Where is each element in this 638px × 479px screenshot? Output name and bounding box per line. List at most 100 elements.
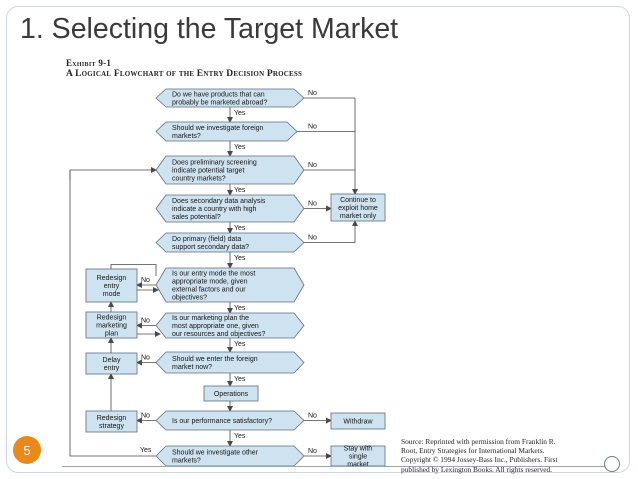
box-withdraw: Withdraw [330,412,386,430]
decision-d7-text-3: our resources and objectives? [172,331,265,338]
box-redesign_strategy-text-2: strategy [99,423,124,430]
yes-label-d8: Yes [234,376,246,383]
box-stay-text-2: single [349,454,367,461]
yes-label-d3: Yes [234,187,246,194]
no-label-d3: No [308,162,317,169]
decision-d8-text-2: market now? [172,364,212,371]
decision-d5-text-1: Do primary (field) data [172,236,241,243]
decision-d10-text-1: Should we investigate other [172,450,259,457]
box-operations: Operations [203,385,259,402]
decision-d3-shape [155,155,305,185]
box-withdraw-text-1: Withdraw [343,419,373,426]
yes-label-d5: Yes [234,255,246,262]
decision-d4-shape [155,194,305,223]
source-citation: Source: Reprinted with permission from F… [401,437,601,474]
decision-d6-shape [155,267,305,303]
box-operations-shape [203,385,259,402]
no-label-d4: No [308,201,317,208]
exhibit-number: Exhibit 9-1 [66,58,112,68]
source-line-2: Root, Entry Strategies for International… [401,446,545,456]
yes-loop-d10 [69,167,157,457]
box-redesign_entry-shape [85,268,138,303]
box-redesign_marketing-shape [85,311,138,339]
box-delay-text-1: Delay [103,357,121,364]
box-redesign_entry-text-3: mode [103,291,121,298]
source-line-1: Source: Reprinted with permission from F… [401,437,556,446]
no-label-d9-withdraw: No [308,413,317,420]
decision-d8-shape [155,351,305,374]
decision-d4-text-1: Does secondary data analysis [172,198,266,205]
decision-d2-text-2: markets? [172,133,201,140]
box-stay-text-1: Stay with [344,446,373,453]
decision-d6-text-1: Is our entry mode the most [172,271,255,278]
box-redesign_marketing-text-3: plan [105,331,118,338]
yes-label-d9: Yes [234,433,246,440]
box-redesign_marketing-text-1: Redesign [97,315,127,322]
no-label-d6: No [141,277,150,284]
footer-rule [62,466,610,467]
no-label-d9: No [141,413,150,420]
decision-d5-shape [155,232,305,253]
decision-d10-text-2: markets? [172,458,201,465]
decision-d9-shape [155,410,305,431]
no-label-d7: No [141,318,150,325]
box-redesign_marketing-text-2: marketing [96,323,127,330]
box-redesign_entry-text-2: entry [104,283,120,290]
slide-title: 1. Selecting the Target Market [20,13,399,45]
no-label-d2: No [308,124,317,131]
box-delay-shape [85,352,138,375]
box-stay-text-3: market [347,462,368,469]
source-line-3: Copyright © 1994 Jossey-Bass Inc., Publi… [401,455,558,465]
box-continue-text-2: exploit home [338,205,378,212]
box-continue-text-1: Continue to [340,197,376,204]
decision-d1-text-1: Do we have products that can [172,92,265,99]
box-redesign_strategy-text-1: Redesign [97,415,127,422]
decision-d7-text-1: Is our marketing plan the [172,315,249,322]
box-delay-text-2: entry [104,365,120,372]
yes-label-d6: Yes [234,305,246,312]
decision-d2-text-1: Should we investigate foreign [172,125,264,132]
no-line-d5 [304,220,358,243]
no-label-d8: No [141,355,150,362]
decision-d2-shape [155,121,298,142]
exhibit-header: Exhibit 9-1 A Logical Flowchart of the E… [66,58,302,80]
decision-d6-text-2: appropriate mode, given [172,279,248,286]
box-operations-text-1: Operations [214,391,249,398]
yes-label-d10: Yes [140,447,152,454]
decision-d9-text-1: Is our performance satisfactory? [172,418,272,425]
decision-d7-shape [155,312,305,339]
box-continue-shape [330,193,386,222]
flow-lines [69,97,358,459]
decision-d3-text-1: Does preliminary screening [172,160,257,167]
decision-d7-text-2: most appropriate one, given [172,323,259,330]
decision-d1-text-2: probably be marketed abroad? [172,100,267,107]
yes-label-d4: Yes [234,225,246,232]
corner-ornament [604,456,620,472]
loop-redesign-entry [110,264,157,276]
box-redesign_strategy-shape [85,410,138,433]
no-label-d5: No [308,235,317,242]
decision-d9: Is our performance satisfactory? [155,410,305,431]
box-redesign_entry-text-1: Redesign [97,275,127,282]
decision-d6-text-3: external factors and our [172,287,246,294]
decision-d1-shape [155,88,305,108]
decision-d6-text-4: objectives? [172,295,207,302]
no-label-d10: No [308,448,317,455]
no-label-d1: No [308,90,317,97]
decision-d8-text-1: Should we enter the foreign [172,356,258,363]
box-withdraw-shape [330,412,386,430]
yes-label-d2: Yes [234,144,246,151]
